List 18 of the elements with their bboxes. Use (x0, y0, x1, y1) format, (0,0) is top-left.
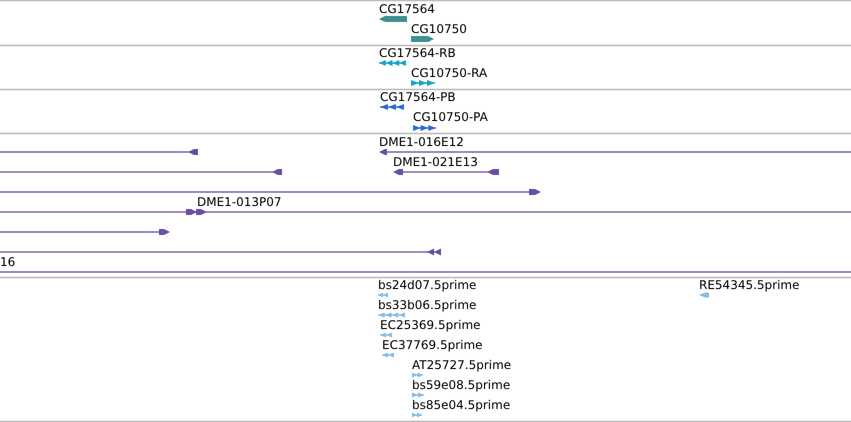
feature-label: CG17564-PB (380, 90, 456, 104)
feature-label: bs24d07.5prime (378, 278, 476, 292)
feature-label: 16 (0, 255, 16, 269)
feature-label: RE54345.5prime (699, 278, 800, 292)
feature-label: CG10750-RA (411, 66, 488, 80)
feature-label: DME1-016E12 (379, 135, 464, 149)
feature-label: bs85e04.5prime (412, 398, 510, 412)
feature-label: bs59e08.5prime (412, 378, 510, 392)
feature-label: EC25369.5prime (380, 318, 481, 332)
feature-label: CG10750-PA (413, 110, 488, 124)
feature-label: CG10750 (411, 22, 467, 36)
feature-label: DME1-021E13 (393, 155, 478, 169)
feature-label: bs33b06.5prime (378, 298, 476, 312)
feature-label: DME1-013P07 (197, 195, 282, 209)
feature-label: EC37769.5prime (382, 338, 483, 352)
feature-label: AT25727.5prime (412, 358, 512, 372)
feature-label: CG17564 (379, 2, 435, 16)
feature-label: CG17564-RB (379, 46, 456, 60)
